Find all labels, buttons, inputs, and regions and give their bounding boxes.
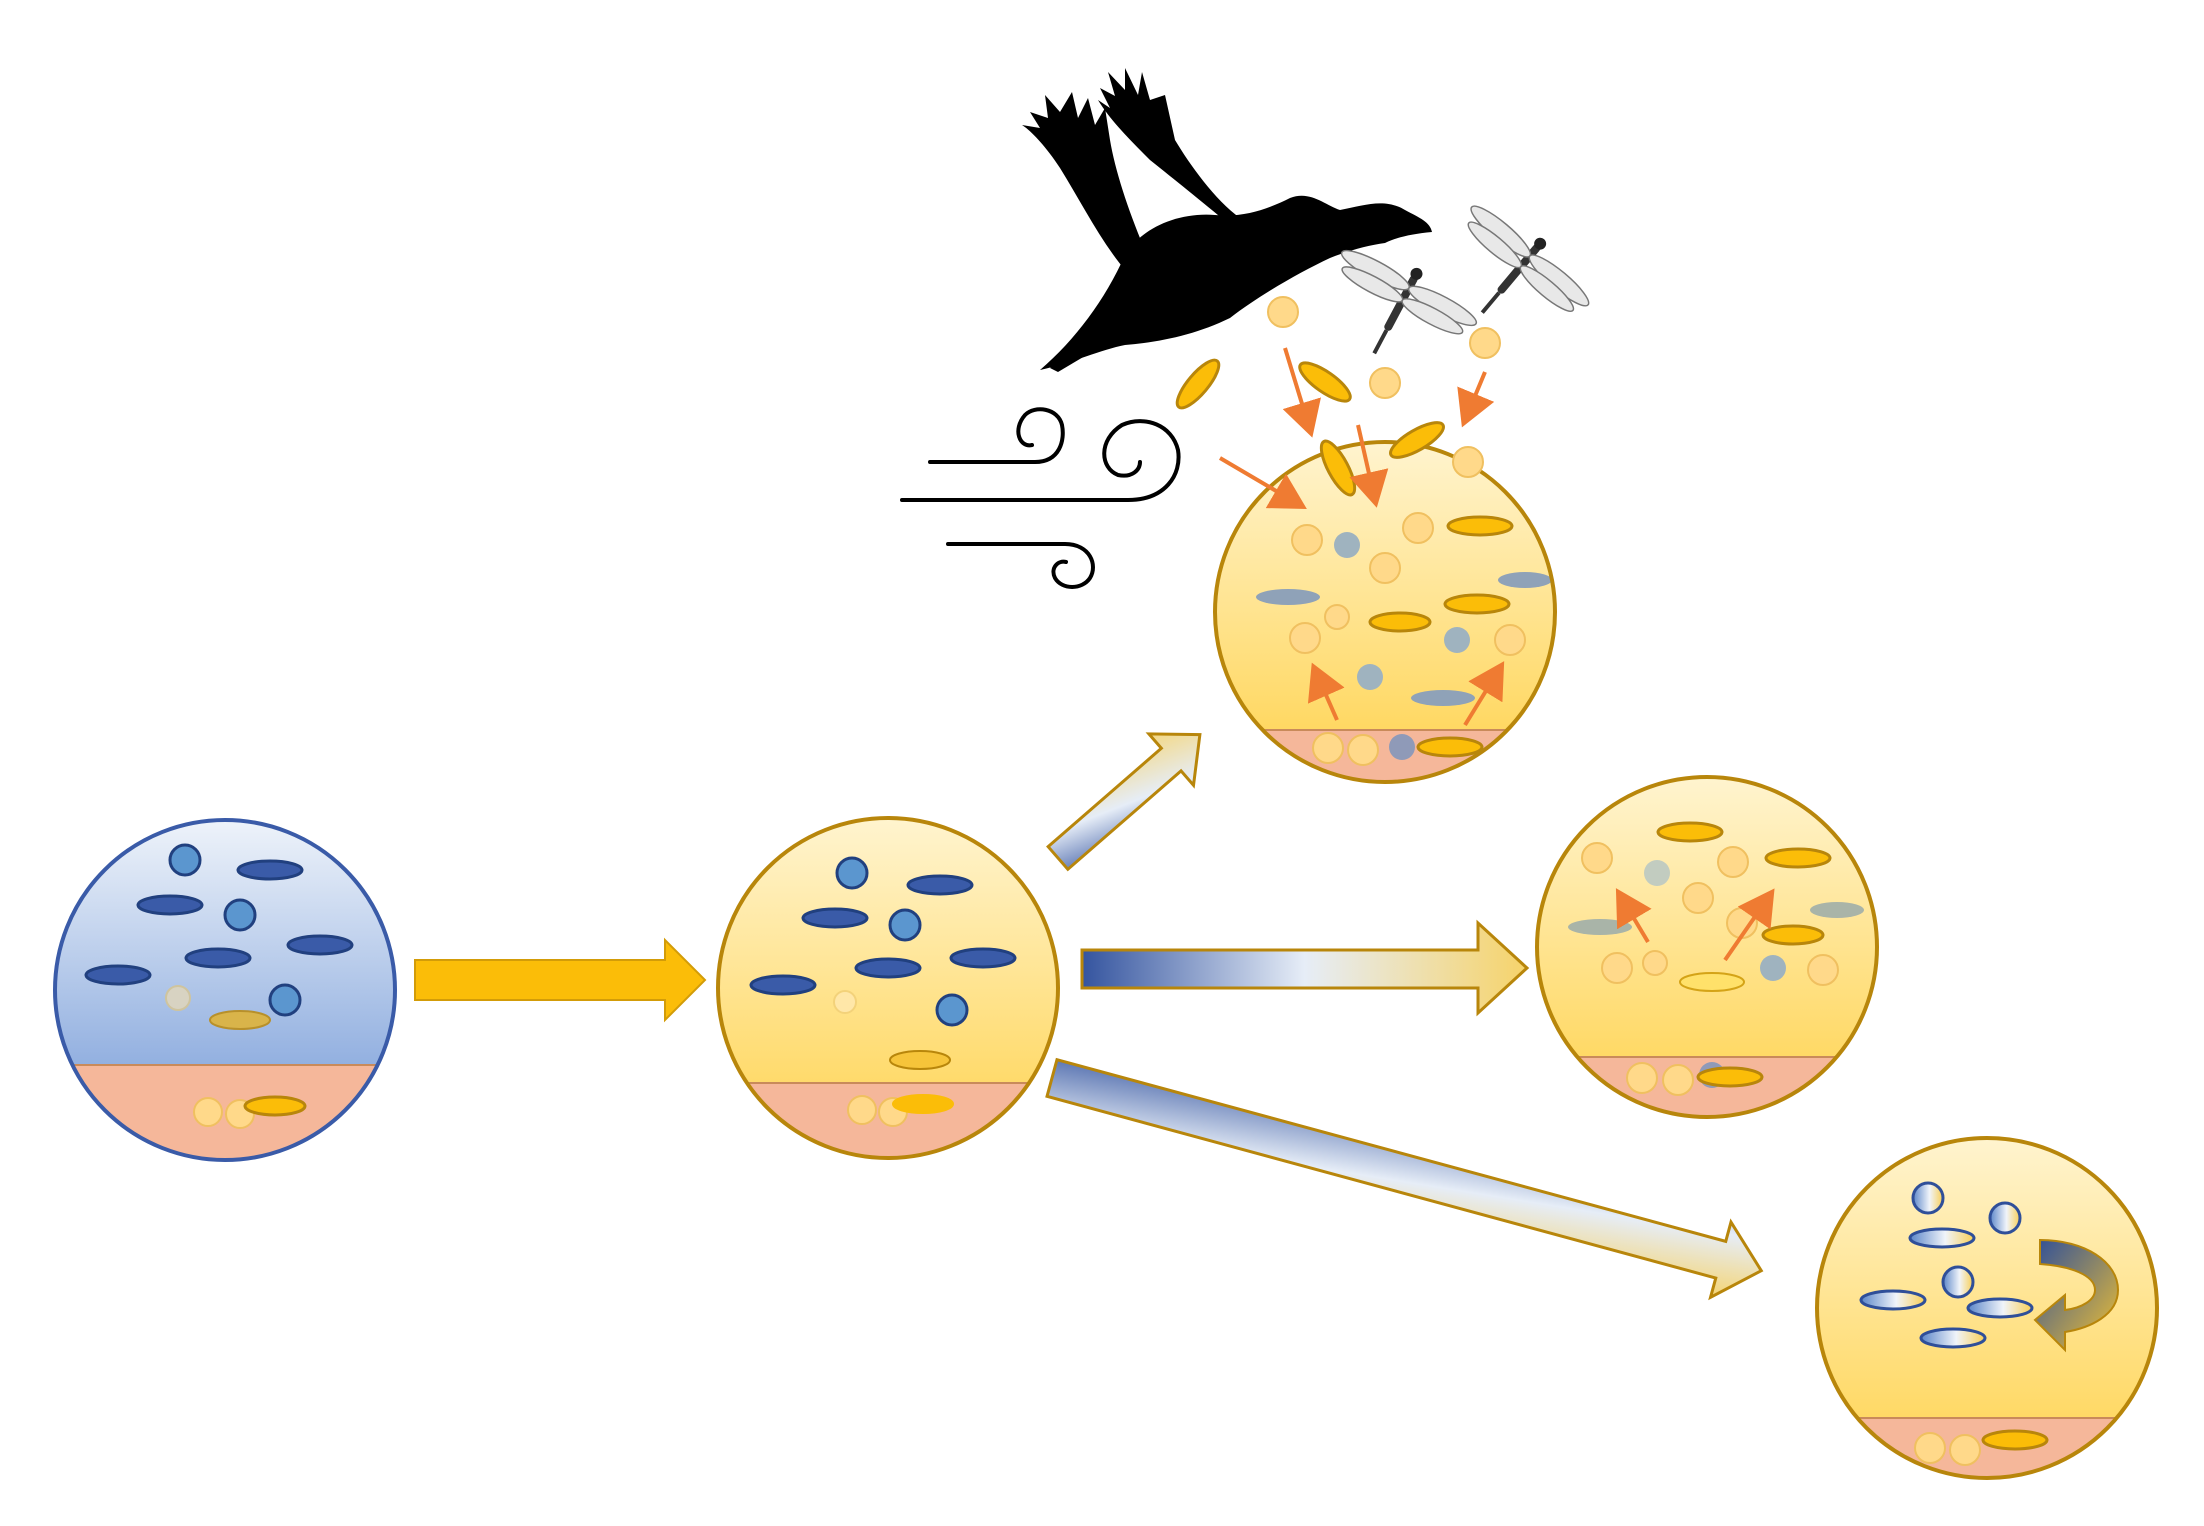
arrow-mid-to-adaptation [1045, 1057, 1764, 1301]
community-circle-initial [53, 818, 397, 1162]
arrow-mid-to-selection [1080, 919, 1530, 1017]
adapting-taxa-cells [1859, 1181, 2034, 1349]
yellow-taxa-cells [1914, 1429, 2049, 1466]
dragonfly-icon [1340, 205, 1590, 355]
duck-silhouette-icon [1022, 68, 1432, 372]
incoming-propagules [1175, 296, 1501, 497]
internal-dispersal-arrows [1615, 888, 1775, 962]
community-circle-intermediate [716, 816, 1060, 1160]
yellow-taxa-cells [1289, 512, 1526, 766]
internal-dispersal-arrows [1307, 661, 1505, 727]
adaptation-curl-arrow [2033, 1238, 2120, 1353]
community-circle-dispersal [1213, 440, 1557, 784]
arrow-initial-to-mid [414, 937, 707, 1023]
yellow-taxa-cells [833, 990, 954, 1127]
blue-taxa-cells [84, 843, 354, 1017]
wind-icon [900, 407, 1181, 589]
blue-taxa-cells [749, 856, 1017, 1027]
gray-taxa-cells [1256, 532, 1552, 760]
dispersal-arrows [1218, 347, 1495, 510]
yellow-taxa-cells [165, 985, 307, 1129]
community-circle-selection [1535, 775, 1879, 1119]
community-circle-adaptation [1815, 1136, 2159, 1480]
arrow-mid-to-dispersal [1046, 732, 1202, 872]
